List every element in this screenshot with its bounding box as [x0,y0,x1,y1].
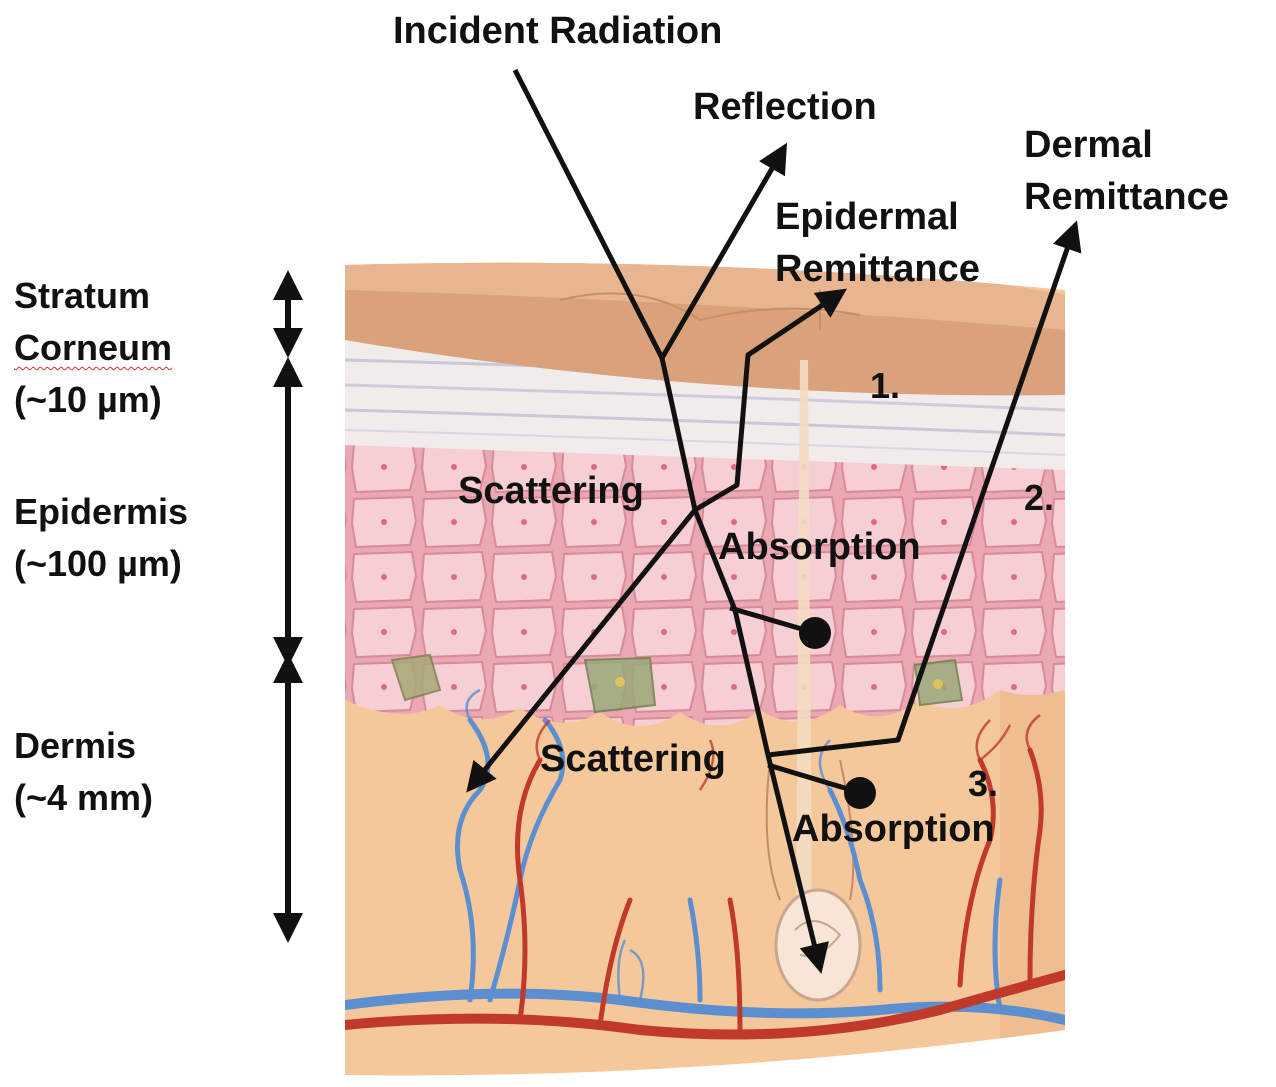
absorption-point-dermis [844,777,876,809]
layer-epidermis-line2: (~100 µm) [14,538,182,590]
label-epidermal-remittance-2: Remittance [775,250,980,288]
label-reflection: Reflection [693,88,877,126]
layer-dermis-line1: Dermis [14,720,136,772]
layer-dermis-line2: (~4 mm) [14,772,153,824]
layer-stratum-line1: Stratum [14,270,150,322]
label-absorption-epidermis: Absorption [718,528,921,566]
layer-epidermis-line1: Epidermis [14,486,188,538]
label-number-2: 2. [1024,480,1054,516]
label-absorption-dermis: Absorption [792,810,995,848]
layer-stratum-line3: (~10 µm) [14,374,162,426]
label-number-1: 1. [870,368,900,404]
label-scattering-epidermis: Scattering [458,472,644,510]
label-incident-radiation: Incident Radiation [393,12,722,50]
label-dermal-remittance-1: Dermal [1024,126,1153,164]
label-epidermal-remittance-1: Epidermal [775,198,959,236]
skin-block [340,258,1070,1081]
layer-stratum-line2: Corneum [14,327,172,368]
label-number-3: 3. [968,766,998,802]
absorption-point-epidermis [799,617,831,649]
label-scattering-dermis: Scattering [540,740,726,778]
label-dermal-remittance-2: Remittance [1024,178,1229,216]
